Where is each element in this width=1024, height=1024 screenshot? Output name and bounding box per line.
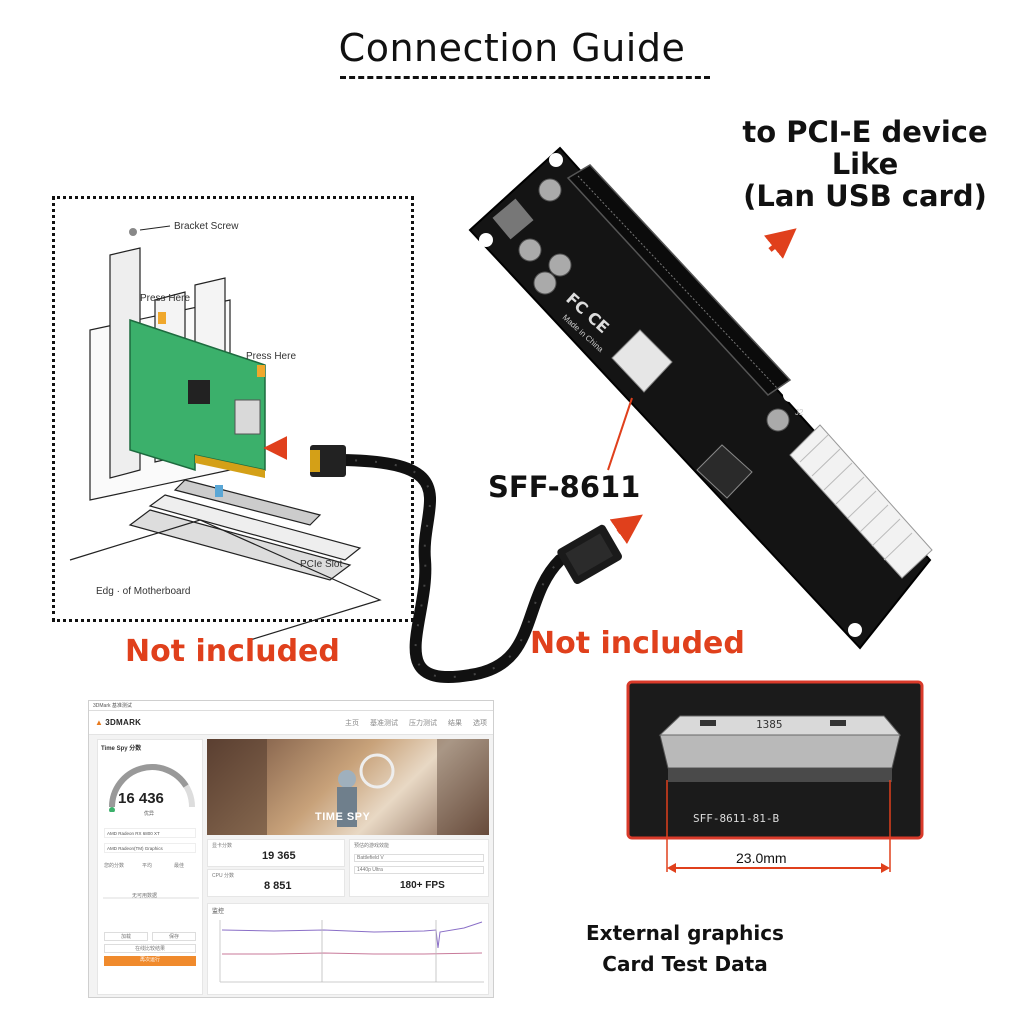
dimension-label: 23.0mm <box>736 850 787 866</box>
compare-histogram <box>103 897 199 899</box>
press-marker-icon <box>158 312 166 324</box>
gpu-1: AMD Radeon RX 6800 XT <box>104 828 196 838</box>
resolution-select[interactable]: 1440p Ultra <box>354 866 484 874</box>
app-logo: ▲3DMARK <box>95 718 142 727</box>
logo-mark-icon: ▲ <box>95 718 104 727</box>
game-estimate-label: 预估的游戏效能 <box>354 843 390 849</box>
title-underline <box>340 76 710 79</box>
game-select[interactable]: Battlefield V <box>354 854 484 862</box>
run-again-button[interactable]: 再次运行 <box>104 956 196 966</box>
cpu-score-card: CPU 分数 8 851 <box>207 869 345 897</box>
board-j2-label: J2 <box>795 408 804 417</box>
monitoring-chart <box>219 920 484 983</box>
cpu-score-label: CPU 分数 <box>212 873 234 879</box>
total-score: 16 436 <box>118 790 164 807</box>
pcie-target-line2: Like <box>831 147 899 181</box>
closeup-port-text: SFF-8611-81-B <box>693 812 779 825</box>
cpu-score: 8 851 <box>264 880 292 892</box>
results-panel: TIME SPY 显卡分数 19 365 CPU 分数 8 851 预估的游戏效… <box>207 739 489 995</box>
connector-label: SFF-8611 <box>488 470 641 504</box>
press-marker-icon <box>257 365 265 377</box>
window-title: 3DMark 基准测试 <box>89 701 493 711</box>
graphics-score-label: 显卡分数 <box>212 843 233 849</box>
hero-title: TIME SPY <box>315 811 371 823</box>
label-pcie-slot: PCIe Slot <box>300 559 342 570</box>
not-included-right: Not included <box>530 626 745 661</box>
nav-options[interactable]: 选项 <box>473 719 487 727</box>
pcie-arrow-icon <box>763 228 797 259</box>
test-hero-image: TIME SPY <box>207 739 489 835</box>
nav-results[interactable]: 结果 <box>448 719 462 727</box>
cable-arrow-icon <box>609 514 643 545</box>
adapter-board: FC CE Made in China J2 <box>468 146 933 650</box>
footer-caption: External graphics Card Test Data <box>560 918 810 980</box>
footer-caption-line2: Card Test Data <box>602 952 768 976</box>
label-press-here-2: Press Here <box>246 351 296 362</box>
score-gauge <box>109 764 195 812</box>
pcie-target-label: to PCI-E device Like (Lan USB card) <box>730 116 1000 212</box>
col-your-score: 您的分数 <box>104 863 125 869</box>
app-topbar: ▲3DMARK 主页 基准测试 压力测试 结果 选项 <box>89 711 493 735</box>
nav-stress[interactable]: 压力测试 <box>409 719 437 727</box>
graphics-score: 19 365 <box>262 850 296 862</box>
sff8611-cable <box>310 445 623 683</box>
closeup-port-code: 1385 <box>756 718 783 731</box>
compare-online-button[interactable]: 在线比较结果 <box>104 944 196 953</box>
col-best: 最佳 <box>174 863 185 869</box>
hero-art <box>207 739 489 835</box>
benchmark-screenshot: 3DMark 基准测试 ▲3DMARK 主页 基准测试 压力测试 结果 选项 T… <box>88 700 494 998</box>
graphics-score-card: 显卡分数 19 365 <box>207 839 345 867</box>
pcie-target-line3: (Lan USB card) <box>743 179 987 213</box>
game-estimate-card: 预估的游戏效能 Battlefield V 1440p Ultra 180+ F… <box>349 839 489 897</box>
label-bracket-screw: Bracket Screw <box>174 221 239 232</box>
install-diagram-frame <box>52 196 414 622</box>
page-title: Connection Guide <box>338 26 686 70</box>
monitoring-card: 监控 <box>207 903 489 995</box>
screw-icon <box>129 228 137 236</box>
load-button[interactable]: 加载 <box>104 932 148 941</box>
col-average: 平均 <box>142 863 153 869</box>
footer-caption-line1: External graphics <box>586 921 784 945</box>
label-press-here-1: Press Here <box>140 293 190 304</box>
nav-benchmarks[interactable]: 基准测试 <box>370 719 398 727</box>
test-name: Time Spy 分数 <box>101 746 142 752</box>
nav-home[interactable]: 主页 <box>345 719 359 727</box>
not-included-left: Not included <box>125 634 340 669</box>
pcie-card <box>129 318 266 478</box>
score-panel: Time Spy 分数 16 436 优异 AMD Radeon RX 6800… <box>97 739 203 995</box>
compare-empty-text: 无可用数据 <box>132 893 158 899</box>
top-nav: 主页 基准测试 压力测试 结果 选项 <box>345 718 487 728</box>
insert-marker-icon <box>215 485 223 497</box>
pcie-target-line1: to PCI-E device <box>742 115 988 149</box>
monitoring-label: 监控 <box>212 909 225 915</box>
label-motherboard: Edg · of Motherboard <box>96 586 191 597</box>
save-button[interactable]: 保存 <box>152 932 196 941</box>
gpu-2: AMD Radeon(TM) Graphics <box>104 843 196 853</box>
sff-pointer-line <box>607 397 633 471</box>
score-rating: 优异 <box>144 811 155 817</box>
connector-closeup: 1385 SFF-8611-81-B <box>626 680 924 873</box>
fps-estimate: 180+ FPS <box>400 880 445 891</box>
